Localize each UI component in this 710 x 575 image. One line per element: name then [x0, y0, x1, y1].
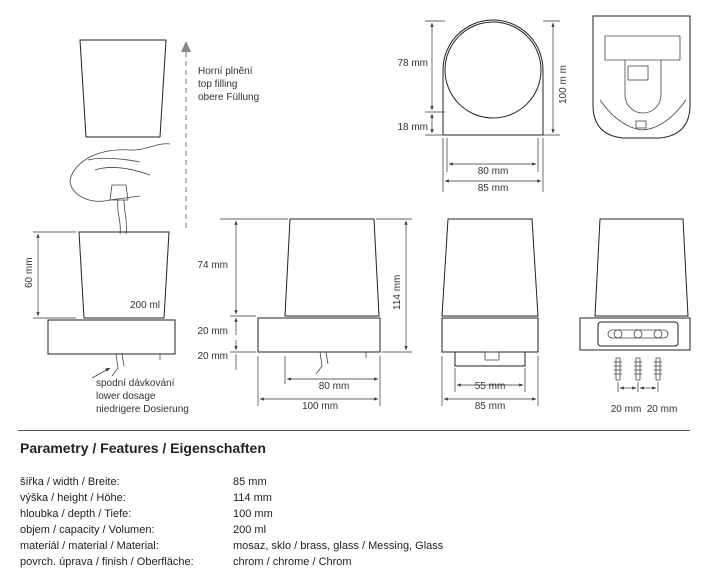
mount-housing [592, 15, 691, 139]
rear-view: 20 mm 20 mm [579, 218, 691, 415]
parameters-table: šířka / width / Breite: 85 mm výška / heig… [20, 474, 443, 570]
parameter-value: mosaz, sklo / brass, glass / Messing, Gl… [233, 540, 444, 552]
top-disc-height-label: 78 mm [397, 58, 428, 69]
filling-illustration: Horní plnění top filling obere Füllung [69, 39, 259, 235]
side-cup [284, 218, 380, 317]
top-filling-label-de: obere Füllung [198, 92, 259, 103]
side-base-lower-label: 20 mm [197, 351, 228, 362]
lower-dosage-label-en: lower dosage [96, 391, 156, 402]
fill-height-label: 60 mm [24, 257, 35, 288]
front-view: 55 mm 85 mm [441, 218, 539, 412]
base [47, 319, 176, 355]
screw-icon [634, 357, 642, 381]
top-base-height-label: 18 mm [397, 122, 428, 133]
parameter-value: 85 mm [233, 476, 267, 488]
front-width-label: 85 mm [475, 401, 506, 412]
capacity-label: 200 ml [130, 300, 160, 311]
side-lever [315, 351, 367, 375]
liquid-stream [117, 199, 127, 235]
disc-housing [442, 19, 544, 136]
parameter-key: objem / capacity / Volumen: [20, 524, 155, 536]
parameter-row: materiál / material / Material: mosaz, sk… [20, 538, 443, 554]
parameter-row: hloubka / depth / Tiefe: 100 mm [20, 506, 443, 522]
parameter-row: šířka / width / Breite: 85 mm [20, 474, 443, 490]
parameter-row: povrch. úprava / finish / Oberfläche: chr… [20, 554, 443, 570]
side-base-upper-label: 20 mm [197, 326, 228, 337]
side-depth-label: 100 mm [302, 401, 338, 412]
top-filling-label-cz: Horní plnění [198, 66, 253, 77]
top-view: 78 mm 18 mm 100 m m 80 mm 85 mm [397, 19, 569, 194]
mount-view [592, 15, 691, 139]
rear-cup [594, 218, 689, 317]
parameter-key: hloubka / depth / Tiefe: [20, 508, 132, 520]
side-body-height-label: 74 mm [197, 260, 228, 271]
up-arrow-icon [181, 41, 191, 52]
lower-dosage-label-de: niedrigere Dosierung [96, 404, 189, 415]
parameter-value: chrom / chrome / Chrom [233, 556, 352, 568]
screw-spacing-2-label: 20 mm [647, 404, 678, 415]
cup-body [78, 231, 170, 319]
screw-icon [614, 357, 622, 381]
parameter-row: objem / capacity / Volumen: 200 ml [20, 522, 443, 538]
parameter-key: materiál / material / Material: [20, 540, 159, 552]
top-inner-width-label: 80 mm [478, 166, 509, 177]
rear-plate [579, 317, 691, 351]
front-cup [441, 218, 539, 317]
front-neck [454, 351, 526, 367]
top-filling-label-en: top filling [198, 79, 237, 90]
parameters-title: Parametry / Features / Eigenschaften [20, 440, 266, 456]
side-total-height-label: 114 mm [392, 275, 403, 310]
disc-face [444, 21, 542, 119]
hand-with-bottle [69, 143, 171, 202]
parameter-value: 114 mm [233, 492, 272, 504]
side-inner-width-label: 80 mm [319, 381, 350, 392]
screw-icon [654, 357, 662, 381]
section-divider [18, 430, 690, 431]
side-base [257, 317, 381, 353]
parameter-key: šířka / width / Breite: [20, 476, 120, 488]
top-width-label: 85 mm [478, 183, 509, 194]
parameter-value: 100 mm [233, 508, 273, 520]
side-view: 74 mm 20 mm 20 mm 114 mm 80 mm 100 mm [197, 218, 412, 412]
lifted-cup [79, 39, 167, 138]
lower-dosage-arrow-icon [91, 367, 111, 379]
lower-dosage-label-cz: spodní dávkování [96, 378, 175, 389]
front-inner-width-label: 55 mm [475, 381, 506, 392]
dosage-lever [111, 353, 161, 377]
front-base [441, 317, 539, 353]
parameter-key: povrch. úprava / finish / Oberfläche: [20, 556, 194, 568]
parameter-key: výška / height / Höhe: [20, 492, 126, 504]
parameter-row: výška / height / Höhe: 114 mm [20, 490, 443, 506]
front-valve [484, 351, 500, 361]
screw-spacing-1-label: 20 mm [611, 404, 642, 415]
technical-drawing: Horní plnění top filling obere Füllung 2… [24, 15, 691, 415]
fill-view: 200 ml 60 mm spodní dávkování lower dosa… [24, 231, 189, 415]
top-total-height-label: 100 m m [558, 65, 569, 104]
rear-bracket [597, 321, 679, 347]
parameter-value: 200 ml [233, 524, 267, 536]
